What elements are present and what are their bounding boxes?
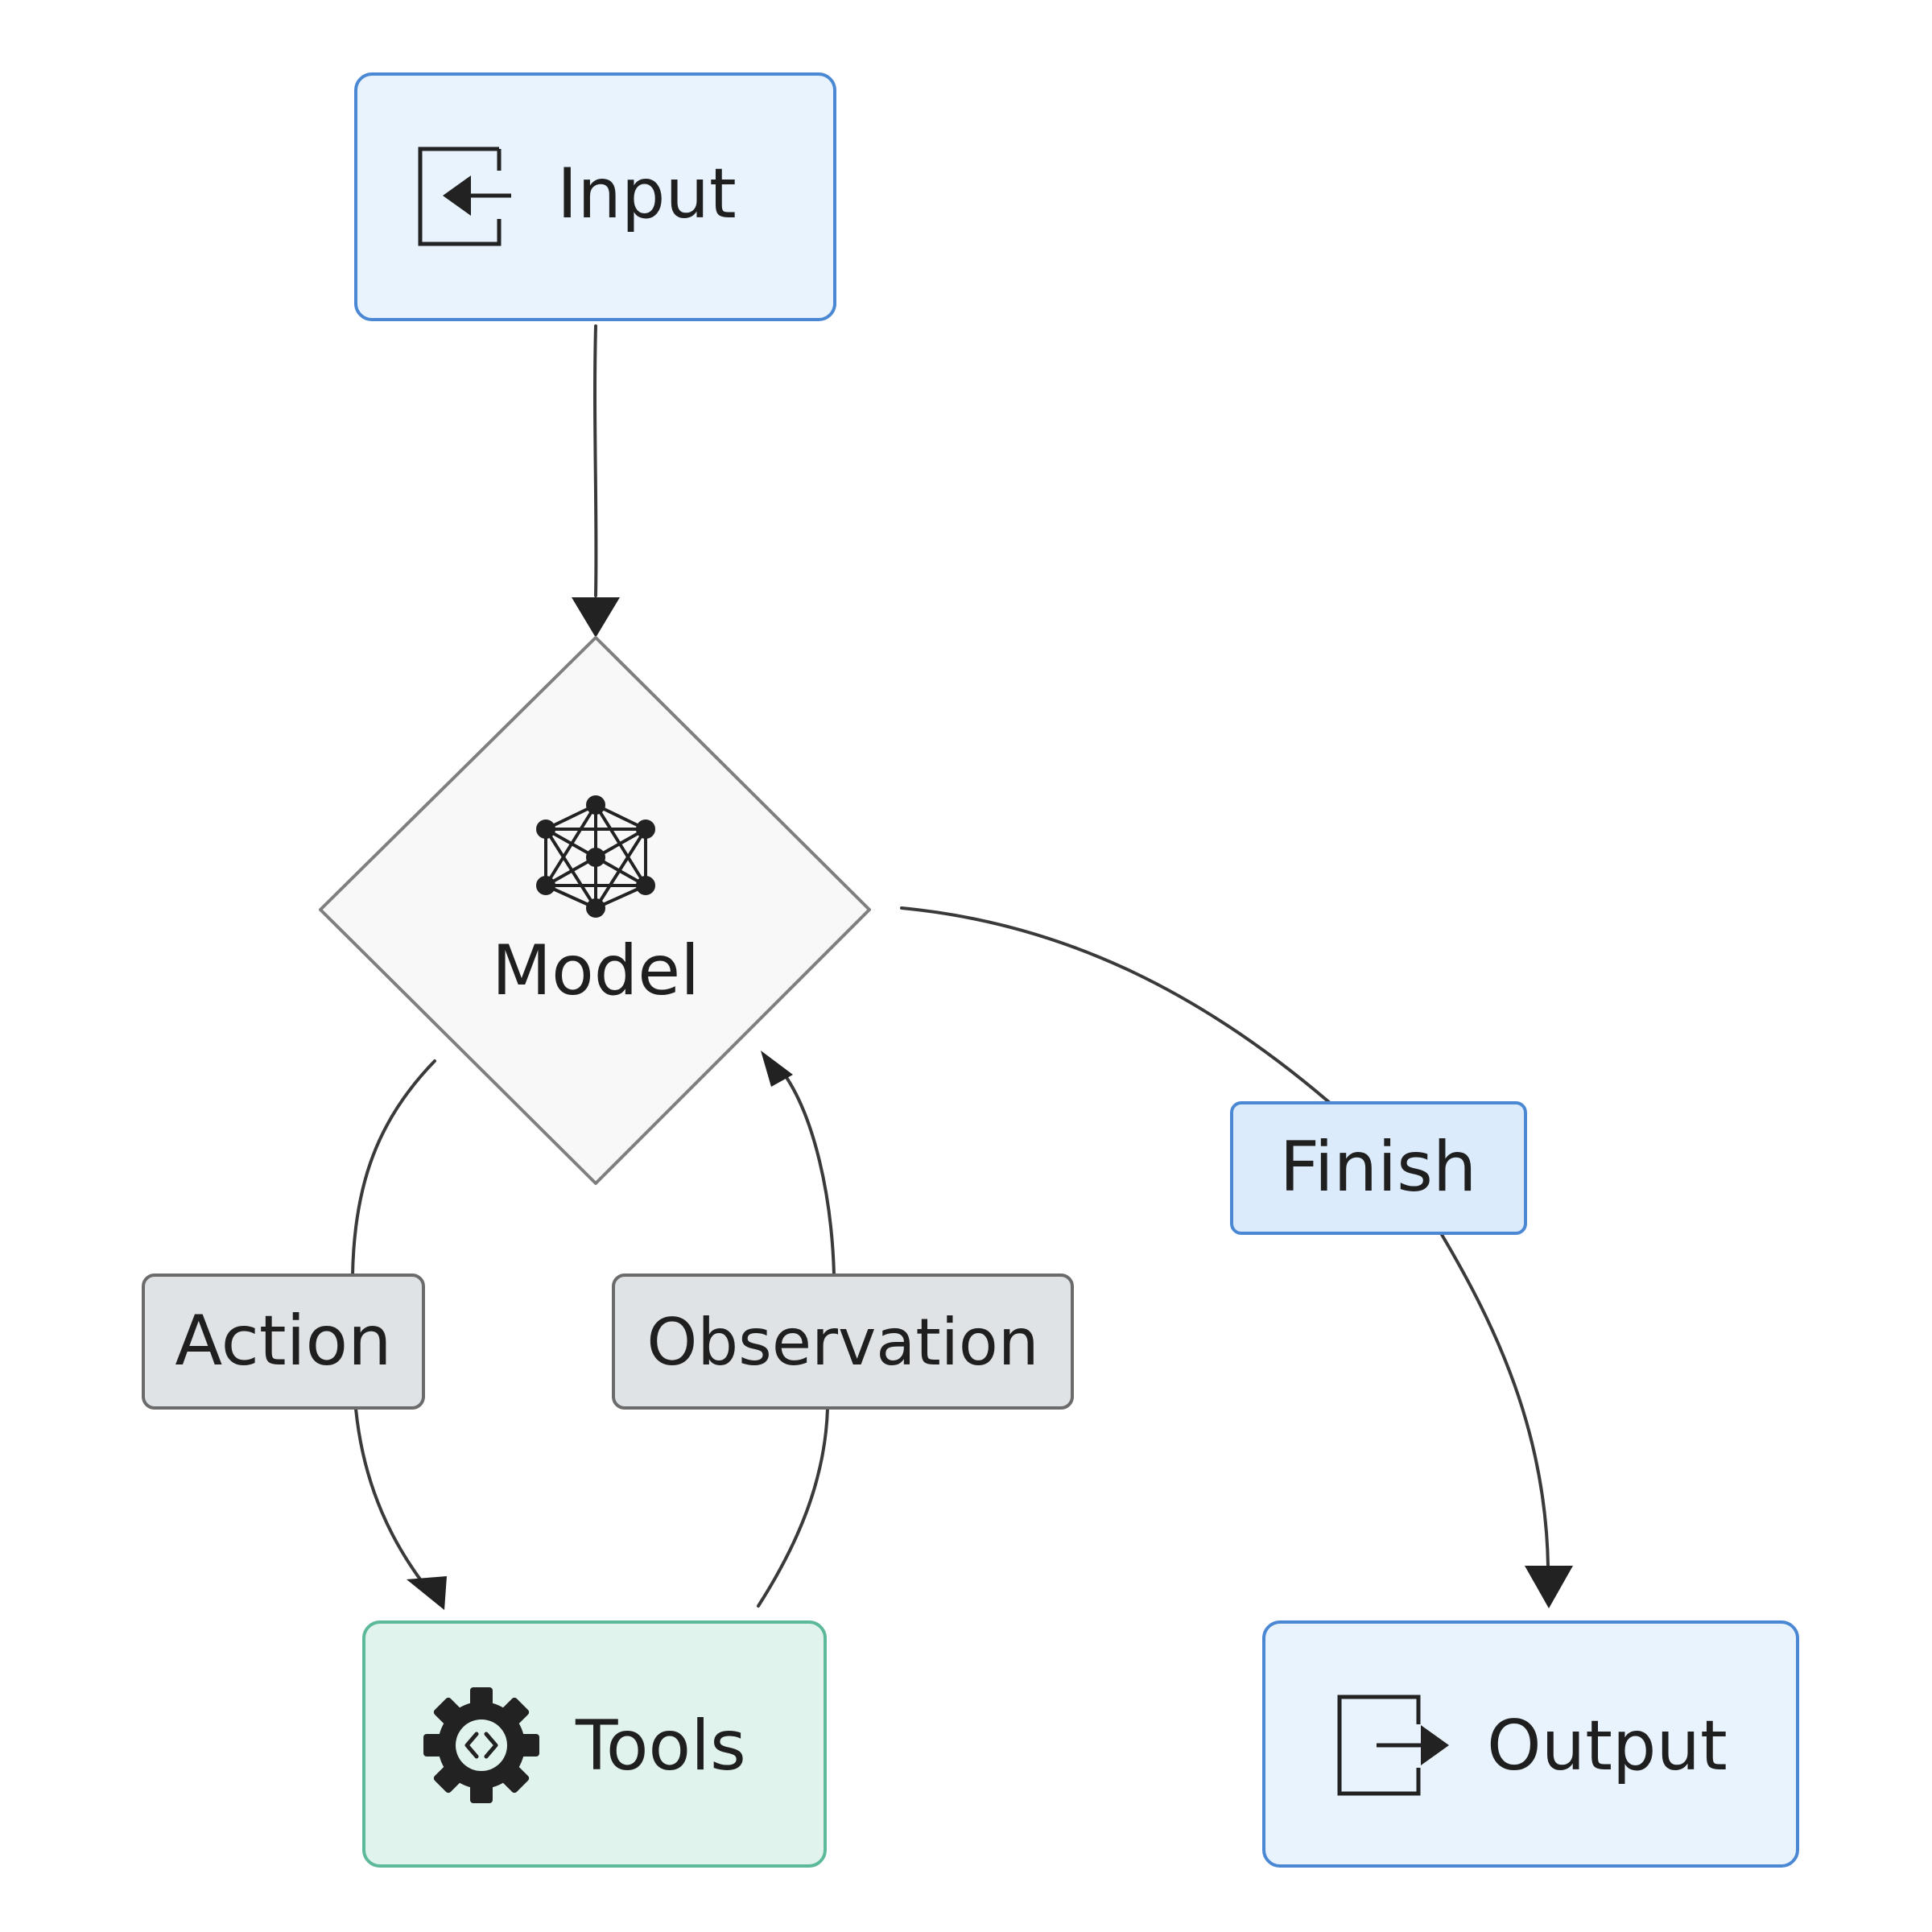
edge-model-to-finish-line	[900, 906, 1331, 1104]
tools-node-box	[362, 1620, 827, 1868]
edge-observation-to-model-line	[786, 1077, 836, 1276]
edge-label-observation[interactable]: Observation	[612, 1274, 1074, 1410]
edge-label-observation-box	[612, 1274, 1074, 1410]
edges-layer	[351, 324, 1550, 1608]
arrowheads-layer	[407, 597, 1573, 1610]
edge-tools-to-observation-line	[757, 1407, 829, 1608]
edge-label-action-text: Action	[175, 1301, 391, 1381]
edge-action-to-tools-line	[354, 1407, 427, 1587]
arrowhead-into-model-top	[572, 597, 620, 638]
model-node-label: Model	[492, 931, 700, 1011]
input-node-box	[354, 72, 836, 321]
arrowhead-into-model-from-observation	[761, 1051, 793, 1087]
model-node[interactable]: Model	[319, 636, 871, 1185]
edge-input-to-model	[593, 324, 598, 597]
neural-network-icon	[536, 795, 655, 918]
input-node-label: Input	[557, 154, 737, 234]
output-node-box	[1262, 1620, 1799, 1868]
output-node-label: Output	[1487, 1706, 1728, 1786]
login-arrow-icon	[418, 147, 511, 246]
edge-label-observation-text: Observation	[646, 1305, 1038, 1380]
tools-node[interactable]: Tools	[362, 1620, 827, 1868]
edge-label-action[interactable]: Action	[142, 1274, 425, 1410]
gear-code-icon	[423, 1687, 539, 1803]
edge-label-action-box	[142, 1274, 425, 1410]
edge-label-finish-box	[1230, 1101, 1527, 1235]
arrowhead-into-output	[1525, 1566, 1573, 1608]
edge-label-finish-text: Finish	[1280, 1127, 1477, 1208]
arrowhead-into-tools	[407, 1576, 447, 1610]
edge-label-finish[interactable]: Finish	[1230, 1101, 1527, 1235]
edge-model-to-action-line	[351, 1059, 436, 1277]
input-node[interactable]: Input	[354, 72, 836, 321]
tools-node-label: Tools	[575, 1706, 746, 1786]
output-node[interactable]: Output	[1262, 1620, 1799, 1868]
logout-arrow-icon	[1337, 1695, 1449, 1796]
edge-finish-to-output-line	[1439, 1232, 1550, 1567]
